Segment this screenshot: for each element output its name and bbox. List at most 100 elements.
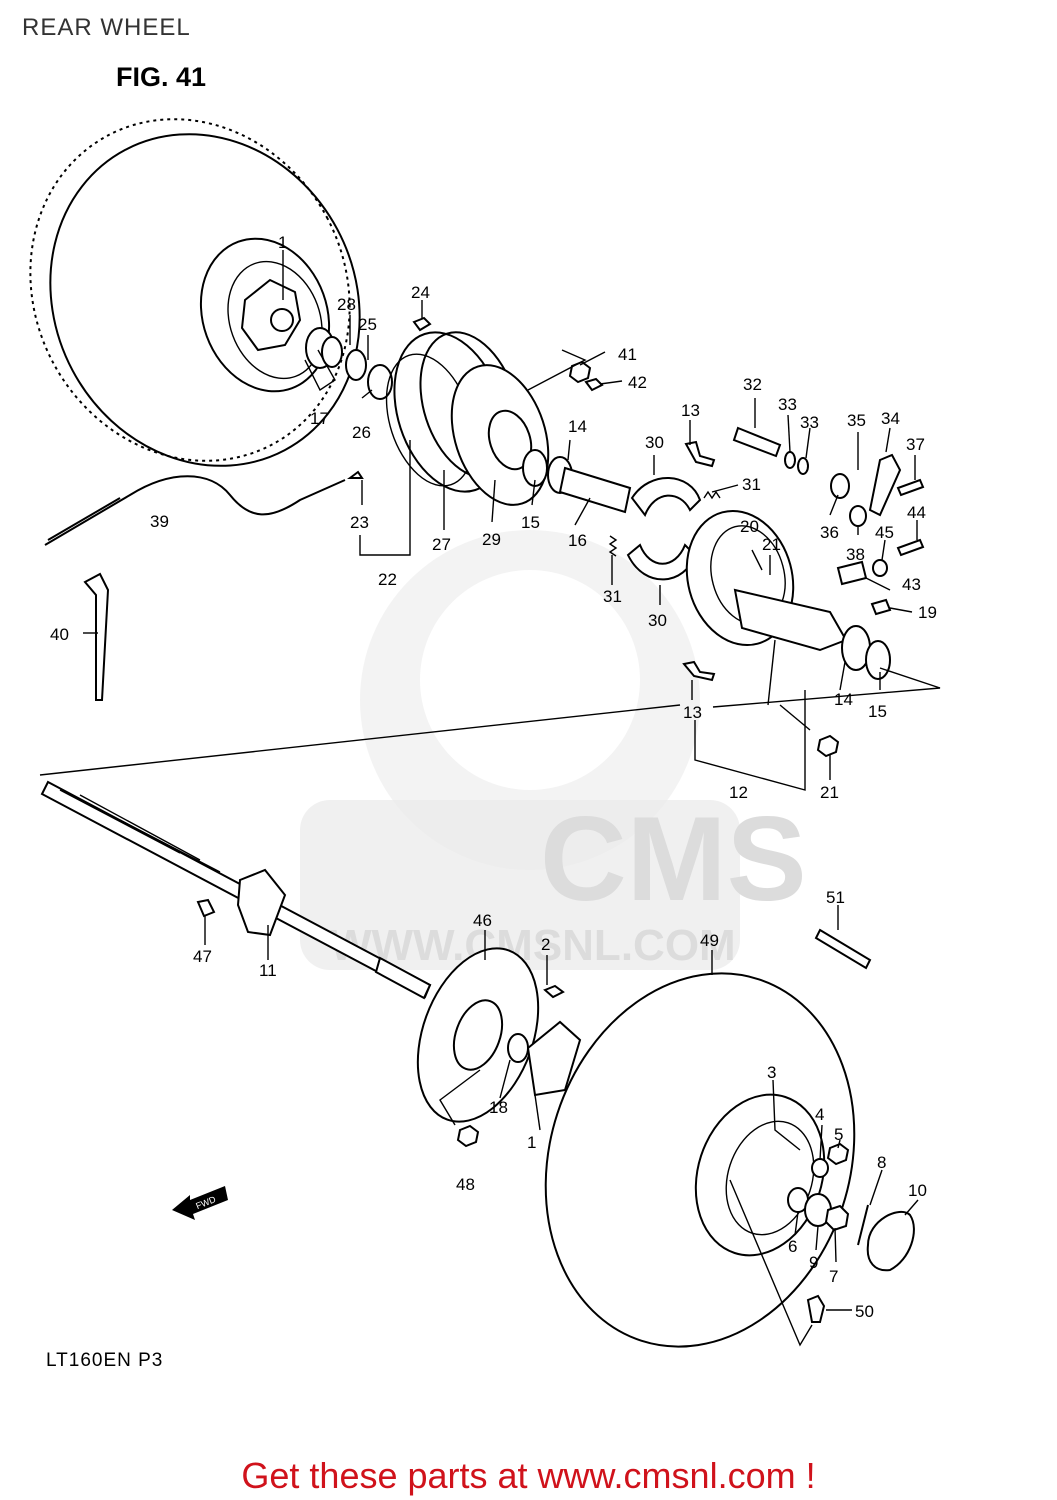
part-label: 33	[800, 413, 819, 432]
part-number-labels: 1 24 28 25 17 26 41 42 39 23 22 27 29 15…	[50, 233, 937, 1321]
nut-38	[849, 505, 867, 527]
part-label: 11	[259, 961, 277, 980]
part-label: 1	[278, 233, 287, 252]
part-label: 6	[788, 1237, 797, 1256]
part-label: 27	[432, 535, 451, 554]
part-label: 34	[881, 409, 900, 428]
bolt-44	[896, 538, 925, 557]
spacer-25	[345, 349, 367, 381]
part-label: 14	[834, 690, 853, 709]
part-label: 28	[337, 295, 356, 314]
seal-15-lower	[865, 640, 891, 680]
part-label: 33	[778, 395, 797, 414]
bearing-28	[321, 336, 343, 368]
part-label: 25	[358, 315, 377, 334]
part-label: 29	[482, 530, 501, 549]
part-label: 31	[742, 475, 761, 494]
bearing-15	[522, 449, 548, 487]
part-label: 44	[907, 503, 926, 522]
part-label: 51	[826, 888, 845, 907]
part-label: 37	[906, 435, 925, 454]
bolt-47	[196, 898, 216, 918]
leader-lines	[39, 250, 941, 1347]
bolt-13-upper	[684, 440, 716, 468]
footer-link[interactable]: Get these parts at www.cmsnl.com !	[241, 1455, 816, 1496]
part-label: 16	[568, 531, 587, 550]
bolt-2	[543, 984, 565, 999]
part-label: 7	[829, 1267, 838, 1286]
spacer-16	[558, 466, 632, 514]
wheel-hub-upper	[240, 278, 302, 352]
part-label: 36	[820, 523, 839, 542]
part-label: 5	[834, 1125, 843, 1144]
pin-51	[814, 928, 872, 970]
brake-shoe-upper	[630, 477, 702, 518]
part-label: 2	[541, 935, 550, 954]
nut-5	[826, 1142, 850, 1166]
brake-lever-34	[868, 453, 902, 517]
brake-cable-39	[44, 475, 346, 546]
figure-number: FIG. 41	[116, 62, 207, 92]
nut-21-lower	[816, 734, 840, 758]
part-label: 15	[521, 513, 540, 532]
part-label: 24	[411, 283, 430, 302]
part-label: 38	[846, 545, 865, 564]
wheel-hub-1-lower	[526, 1020, 582, 1097]
part-label: 40	[50, 625, 69, 644]
part-label: 3	[767, 1063, 776, 1082]
part-label: 32	[743, 375, 762, 394]
part-label: 39	[150, 512, 169, 531]
part-label: 31	[603, 587, 622, 606]
spring-31-lower	[608, 535, 618, 557]
bolt-19	[870, 598, 892, 616]
part-label: 43	[902, 575, 921, 594]
washer-33b	[797, 457, 809, 475]
part-label: 21	[820, 783, 839, 802]
part-label: 50	[855, 1302, 874, 1321]
part-label: 14	[568, 417, 587, 436]
part-label: 47	[193, 947, 212, 966]
part-label: 26	[352, 423, 371, 442]
bracket-43	[836, 560, 868, 586]
part-label: 41	[618, 345, 637, 364]
cotter-pin-8	[857, 1204, 869, 1246]
part-label: 23	[350, 513, 369, 532]
part-label: 13	[683, 703, 702, 722]
washer-33a	[784, 451, 796, 469]
rear-axle	[40, 780, 432, 1000]
part-label: 1	[527, 1133, 536, 1152]
washer-36	[830, 473, 850, 499]
part-label: 13	[681, 401, 700, 420]
part-label: 17	[310, 409, 329, 428]
valve-50	[806, 1294, 826, 1323]
pin-23	[347, 470, 364, 479]
rear-tire-upper	[29, 118, 361, 467]
castle-nut-7	[824, 1204, 850, 1232]
watermark-brand: CMS	[540, 792, 807, 926]
part-label: 42	[628, 373, 647, 392]
page-title: REAR WHEEL	[22, 14, 191, 41]
brake-cam-32	[732, 426, 782, 458]
part-label: 35	[847, 411, 866, 430]
part-label: 18	[489, 1098, 508, 1117]
seal-26	[367, 364, 393, 400]
nut-45	[872, 559, 888, 577]
bolt-13-lower	[682, 660, 716, 682]
part-label: 9	[809, 1253, 818, 1272]
bolt-37	[896, 478, 925, 497]
watermark-url: WWW.CMSNL.COM	[330, 921, 736, 970]
part-label: 49	[700, 931, 719, 950]
part-label: 45	[875, 523, 894, 542]
part-label: 4	[815, 1105, 824, 1124]
washer-4	[811, 1158, 829, 1178]
axle-hub-11	[236, 868, 287, 937]
part-label: 20	[740, 517, 759, 536]
part-label: 48	[456, 1175, 475, 1194]
hub-cap-10	[866, 1210, 915, 1272]
part-label: 15	[868, 702, 887, 721]
part-label: 19	[918, 603, 937, 622]
tool-40	[83, 572, 110, 701]
spacer-18	[507, 1033, 529, 1063]
part-label: 46	[473, 911, 492, 930]
